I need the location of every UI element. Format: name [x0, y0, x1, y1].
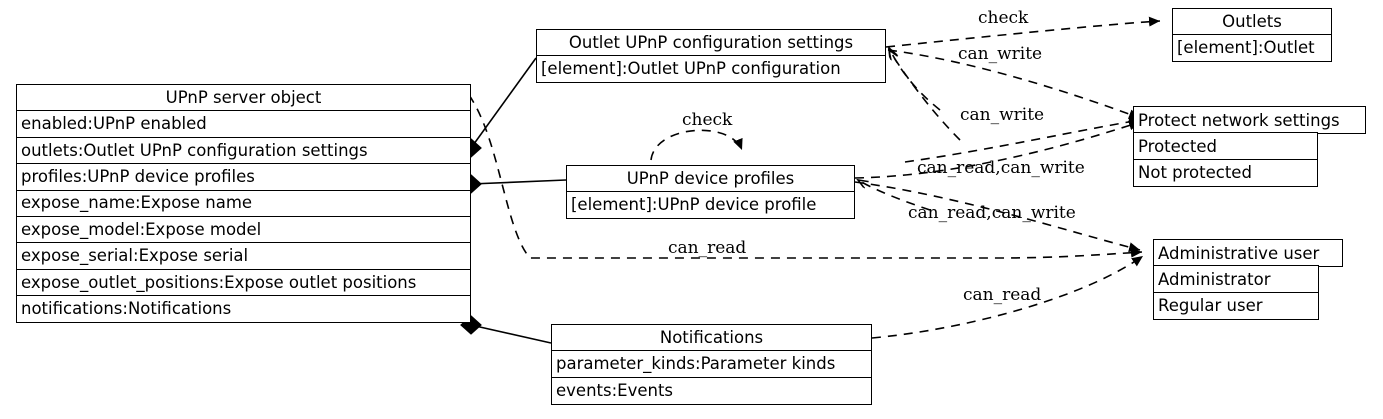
edge-label-can-read-left: can_read	[668, 238, 747, 258]
class-attribute-notifications: notifications:Notifications	[16, 295, 471, 324]
edge-label-can-read-can-write-lower: can_read,can_write	[908, 203, 1076, 223]
enum-value-regular-user: Regular user	[1153, 291, 1319, 320]
edge-label-can-write-top: can_write	[958, 44, 1043, 64]
edge-into-profiles	[858, 180, 931, 211]
class-box-upnp-device-profiles[interactable]: UPnP device profiles [element]:UPnP devi…	[566, 165, 855, 220]
class-title-outlets: Outlets	[1172, 8, 1332, 36]
enum-value-not-protected: Not protected	[1133, 158, 1318, 187]
class-attribute-outlets: outlets:Outlet UPnP configuration settin…	[16, 136, 471, 165]
class-title-upnp-server-object: UPnP server object	[16, 84, 471, 112]
edge-label-can-write-mid: can_write	[960, 105, 1045, 125]
enum-title-protect-network-settings: Protect network settings	[1133, 106, 1366, 134]
edge-label-check-loop: check	[682, 110, 733, 130]
edge-profiles-protect	[854, 120, 1141, 179]
class-box-notifications[interactable]: Notifications parameter_kinds:Parameter …	[551, 324, 872, 405]
class-title-upnp-device-profiles: UPnP device profiles	[566, 165, 855, 193]
edge-label-can-read-can-write-upper: can_read,can_write	[917, 158, 1085, 178]
composition-notifications	[460, 315, 552, 344]
class-attribute-events: events:Events	[551, 376, 872, 405]
edge-can-write-protect-b	[904, 116, 1141, 163]
class-box-upnp-server-object[interactable]: UPnP server object enabled:UPnP enabled …	[16, 84, 471, 324]
composition-profiles	[460, 174, 567, 194]
edge-check-outlets	[885, 16, 1161, 48]
edge-server-admin	[468, 94, 1143, 259]
edge-check-self-loop	[650, 129, 743, 161]
edge-profiles-admin	[854, 181, 1141, 253]
enum-title-administrative-user: Administrative user	[1153, 239, 1343, 267]
edge-label-can-read-bottom: can_read	[963, 285, 1042, 305]
class-box-outlets[interactable]: Outlets [element]:Outlet	[1172, 8, 1332, 63]
edge-into-outlet-cfg-a	[889, 48, 941, 111]
class-attribute-parameter-kinds: parameter_kinds:Parameter kinds	[551, 350, 872, 379]
edge-label-check-top: check	[978, 8, 1029, 28]
class-attribute-expose-name: expose_name:Expose name	[16, 189, 471, 218]
class-attribute-expose-outlet-positions: expose_outlet_positions:Expose outlet po…	[16, 268, 471, 297]
class-attribute-outlet-upnp-configuration-element: [element]:Outlet UPnP configuration	[536, 55, 886, 84]
class-attribute-expose-model: expose_model:Expose model	[16, 216, 471, 245]
enum-value-administrator: Administrator	[1153, 265, 1319, 294]
class-attribute-enabled: enabled:UPnP enabled	[16, 110, 471, 139]
class-attribute-profiles: profiles:UPnP device profiles	[16, 163, 471, 192]
edge-into-outlet-cfg-b	[889, 50, 961, 141]
enum-box-protect-network-settings[interactable]: Protect network settings Protected Not p…	[1133, 106, 1366, 187]
class-attribute-upnp-device-profile-element: [element]:UPnP device profile	[566, 191, 855, 220]
class-attribute-outlet-element: [element]:Outlet	[1172, 34, 1332, 63]
edge-can-write-protect-a	[887, 49, 1141, 119]
class-box-outlet-upnp-configuration-settings[interactable]: Outlet UPnP configuration settings [elem…	[536, 29, 886, 84]
class-title-outlet-upnp-configuration-settings: Outlet UPnP configuration settings	[536, 29, 886, 57]
class-title-notifications: Notifications	[551, 324, 872, 352]
class-attribute-expose-serial: expose_serial:Expose serial	[16, 242, 471, 271]
edge-notifications-admin	[871, 255, 1144, 339]
composition-outlets	[460, 57, 537, 158]
enum-value-protected: Protected	[1133, 132, 1318, 161]
enum-box-administrative-user[interactable]: Administrative user Administrator Regula…	[1153, 239, 1343, 320]
